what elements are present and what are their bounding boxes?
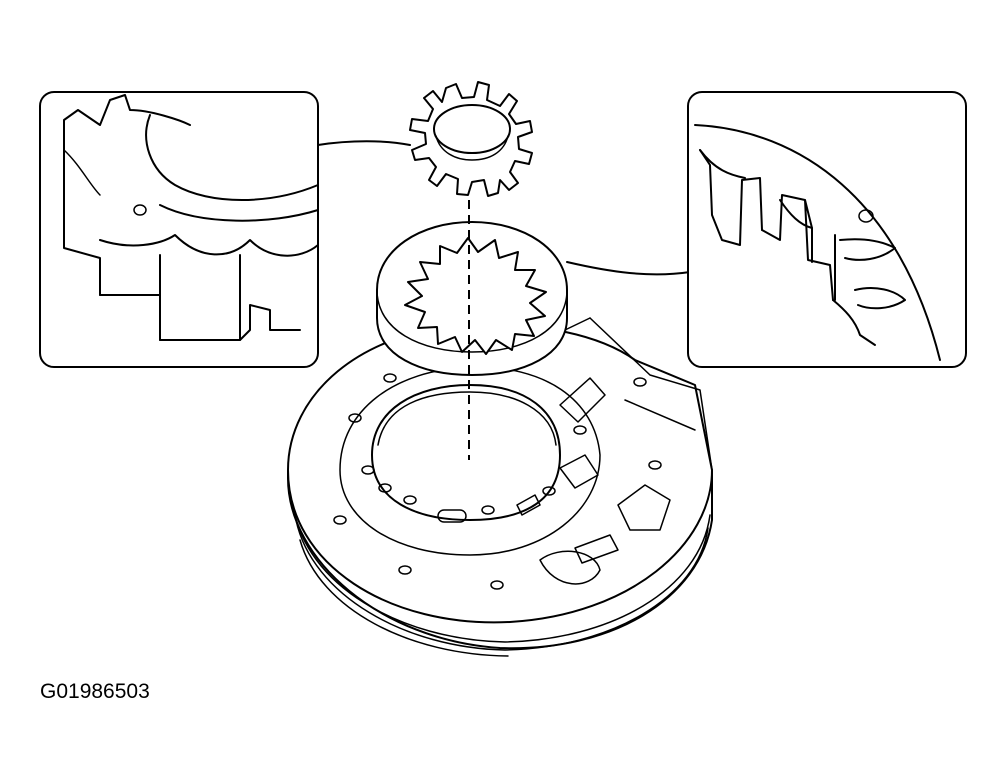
figure-code: G01986503 — [40, 680, 150, 703]
driven-gear — [376, 221, 568, 376]
pump-body — [287, 317, 713, 657]
detail-callout-left — [39, 91, 411, 368]
detail-callout-right — [566, 91, 967, 368]
drive-gear — [409, 81, 533, 197]
